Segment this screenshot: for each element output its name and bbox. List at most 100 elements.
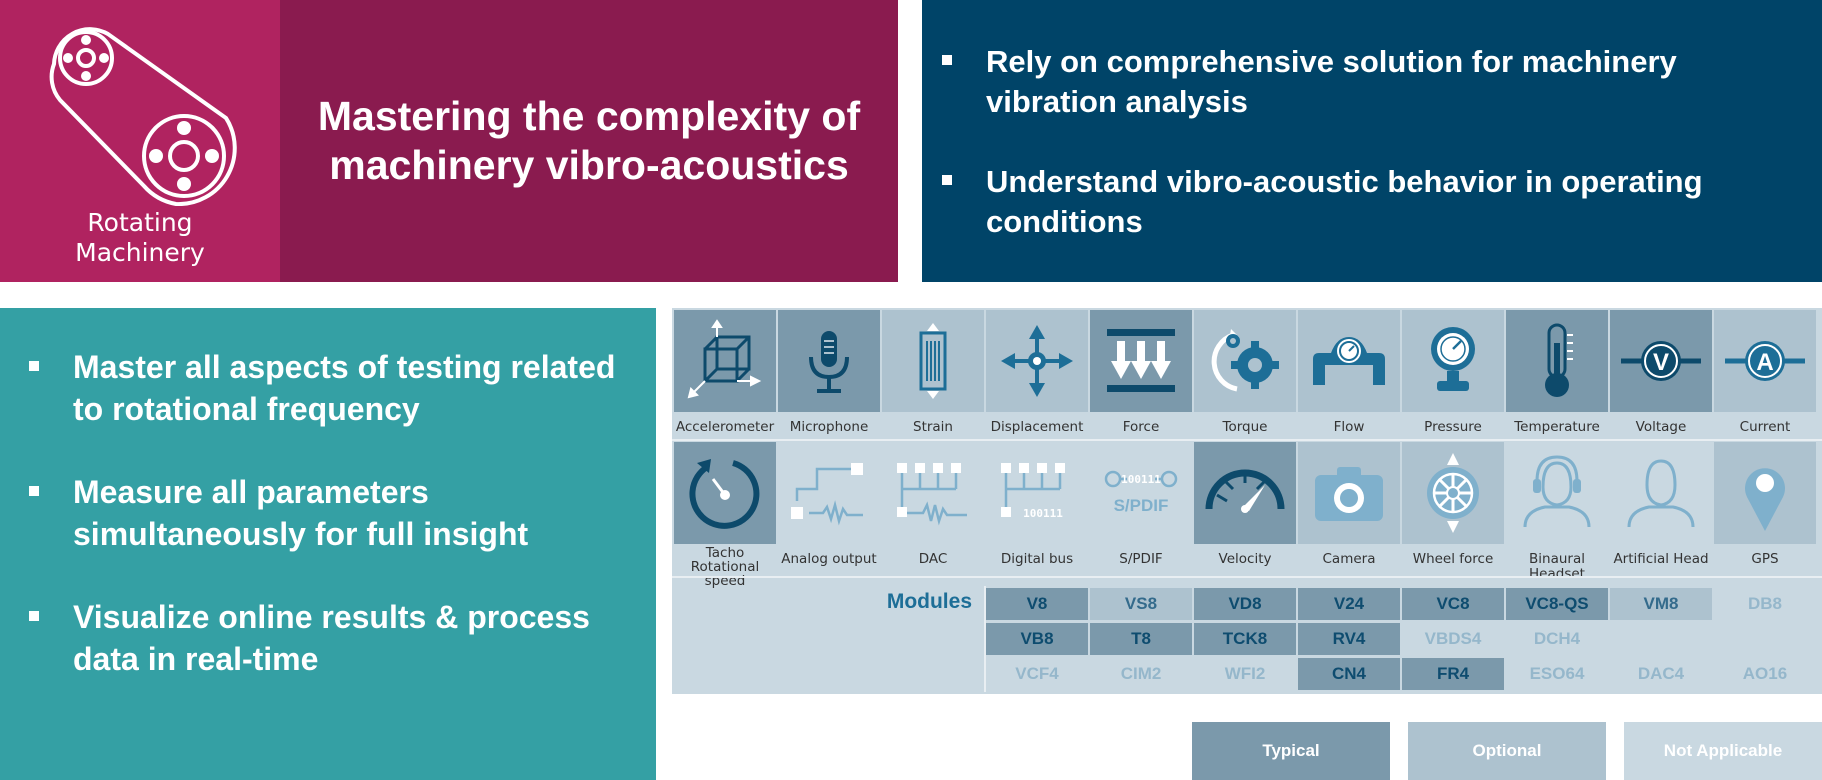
cell-pressure xyxy=(1402,310,1504,412)
module-cell xyxy=(1610,623,1712,655)
module-cell xyxy=(1714,623,1816,655)
module-cell: TCK8 xyxy=(1194,623,1296,655)
flow-icon xyxy=(1313,337,1385,385)
cell-displacement xyxy=(986,310,1088,412)
rotating-machinery-tile: Rotating Machinery xyxy=(0,0,280,282)
sensor-label: Microphone xyxy=(789,419,869,435)
sensor-label: Pressure xyxy=(1424,419,1482,435)
sensor-label: Current xyxy=(1739,419,1791,435)
voltage-letter: V xyxy=(1653,349,1669,376)
module-cell: VD8 xyxy=(1194,588,1296,620)
cell-dac xyxy=(882,442,984,544)
sensor-label-line-2: Rotational speed xyxy=(690,559,760,589)
digital-bus-icon: 100111 xyxy=(1001,463,1065,520)
capability-item: Measure all parameters simultaneously fo… xyxy=(29,471,653,555)
title-line-2: machinery vibro-acoustics xyxy=(329,142,849,188)
cell-analog-output xyxy=(778,442,880,544)
cell-spdif: 100111 S/PDIF xyxy=(1090,442,1192,544)
module-cell: WFI2 xyxy=(1194,658,1296,690)
sensor-label: Accelerometer xyxy=(675,419,775,435)
category-label: Rotating Machinery xyxy=(0,208,280,268)
wheel-icon xyxy=(1427,453,1479,533)
benefit-item: Understand vibro-acoustic behavior in op… xyxy=(942,162,1806,242)
grid-divider xyxy=(984,586,986,692)
sensor-label: Force xyxy=(1122,419,1160,435)
sensor-label: Tacho Rotational speed xyxy=(673,546,777,588)
thermometer-icon xyxy=(1545,323,1573,397)
spdif-icon-label: S/PDIF xyxy=(1114,496,1169,515)
legend-not-applicable: Not Applicable xyxy=(1624,722,1822,780)
cell-velocity xyxy=(1194,442,1296,544)
title-banner: Mastering the complexity of machinery vi… xyxy=(280,0,898,282)
dac-icon xyxy=(897,463,967,526)
cell-strain xyxy=(882,310,984,412)
module-cell: AO16 xyxy=(1714,658,1816,690)
voltage-icon: V xyxy=(1621,341,1701,381)
capabilities-panel: Master all aspects of testing related to… xyxy=(0,308,656,780)
cell-current: A xyxy=(1714,310,1816,412)
legend-typical: Typical xyxy=(1192,722,1390,780)
camera-icon xyxy=(1315,467,1383,521)
category-line-1: Rotating xyxy=(87,208,193,237)
page-title: Mastering the complexity of machinery vi… xyxy=(318,92,860,190)
sensor-label: Camera xyxy=(1322,551,1376,567)
module-cell: V8 xyxy=(986,588,1088,620)
current-letter: A xyxy=(1756,349,1773,376)
analog-output-icon xyxy=(791,463,863,526)
module-cell: DCH4 xyxy=(1506,623,1608,655)
sensor-label: Strain xyxy=(913,419,953,435)
module-cell: CIM2 xyxy=(1090,658,1192,690)
grid-divider xyxy=(672,439,1822,441)
sensor-label: Wheel force xyxy=(1412,551,1494,567)
gps-pin-icon xyxy=(1745,468,1785,531)
module-cell: CN4 xyxy=(1298,658,1400,690)
sensor-label: Analog output xyxy=(781,551,877,567)
module-cell: DAC4 xyxy=(1610,658,1712,690)
module-cell: ESO64 xyxy=(1506,658,1608,690)
microphone-icon xyxy=(809,331,849,393)
sensor-label: Voltage xyxy=(1635,419,1687,435)
sensor-label: GPS xyxy=(1751,551,1779,567)
sensor-label: Digital bus xyxy=(1000,551,1074,567)
modules-title: Modules xyxy=(886,590,972,613)
module-cell: DB8 xyxy=(1714,588,1816,620)
module-cell: RV4 xyxy=(1298,623,1400,655)
module-cell: VB8 xyxy=(986,623,1088,655)
cell-digital-bus: 100111 xyxy=(986,442,1088,544)
grid-divider xyxy=(672,576,1822,578)
benefits-list: Rely on comprehensive solution for machi… xyxy=(942,42,1806,282)
capability-item: Master all aspects of testing related to… xyxy=(29,346,653,430)
cell-voltage: V xyxy=(1610,310,1712,412)
module-cell: V24 xyxy=(1298,588,1400,620)
cell-tacho xyxy=(674,442,776,544)
cell-microphone xyxy=(778,310,880,412)
cell-binaural-headset xyxy=(1506,442,1608,544)
pressure-icon xyxy=(1431,327,1475,391)
cell-flow xyxy=(1298,310,1400,412)
cell-accelerometer xyxy=(674,310,776,412)
module-cell: VC8 xyxy=(1402,588,1504,620)
legend-optional: Optional xyxy=(1408,722,1606,780)
head-icon xyxy=(1627,459,1695,528)
force-icon xyxy=(1107,329,1175,392)
sensor-label: S/PDIF xyxy=(1119,551,1163,567)
module-cell: VM8 xyxy=(1610,588,1712,620)
module-cell: VBDS4 xyxy=(1402,623,1504,655)
bus-digits: 100111 xyxy=(1023,507,1063,520)
sensor-label: Velocity xyxy=(1218,551,1272,567)
module-cell: T8 xyxy=(1090,623,1192,655)
sensor-label: Torque xyxy=(1222,419,1268,435)
spdif-digits: 100111 xyxy=(1121,473,1161,486)
displacement-icon xyxy=(1001,325,1073,397)
cell-temperature xyxy=(1506,310,1608,412)
belt-drive-icon xyxy=(49,27,237,206)
capability-item: Visualize online results & process data … xyxy=(29,596,653,680)
headset-icon xyxy=(1523,455,1591,528)
cell-torque xyxy=(1194,310,1296,412)
spdif-icon: 100111 S/PDIF xyxy=(1104,470,1178,515)
cell-camera xyxy=(1298,442,1400,544)
benefit-item: Rely on comprehensive solution for machi… xyxy=(942,42,1806,122)
sensor-matrix: V A Accelerometer Microphone Strain Disp… xyxy=(672,308,1822,694)
torque-icon xyxy=(1211,329,1279,392)
category-line-2: Machinery xyxy=(75,238,205,267)
